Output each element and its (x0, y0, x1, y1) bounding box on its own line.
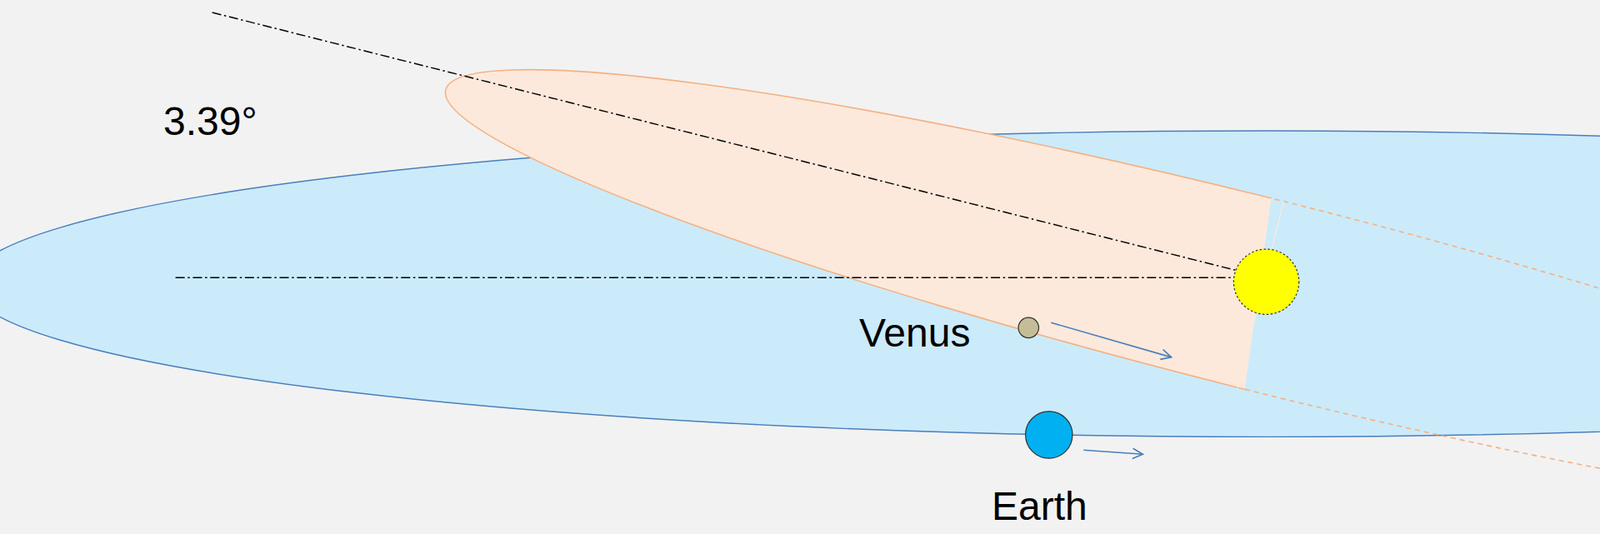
venus-motion-arrow (1050, 322, 1171, 358)
earth-motion-arrow (1083, 450, 1143, 455)
angle-label: 3.39° (163, 100, 258, 145)
ecliptic-axis (175, 277, 1266, 279)
venus-axis (212, 12, 1266, 278)
planet-label: Venus (859, 311, 970, 356)
venus-planet (1018, 317, 1039, 338)
venus-orbit (422, 0, 1600, 534)
venus-orbit-hidden (422, 0, 1600, 534)
earth-planet (1025, 411, 1073, 459)
sun (1233, 249, 1299, 315)
planet-label: Earth (991, 485, 1088, 530)
